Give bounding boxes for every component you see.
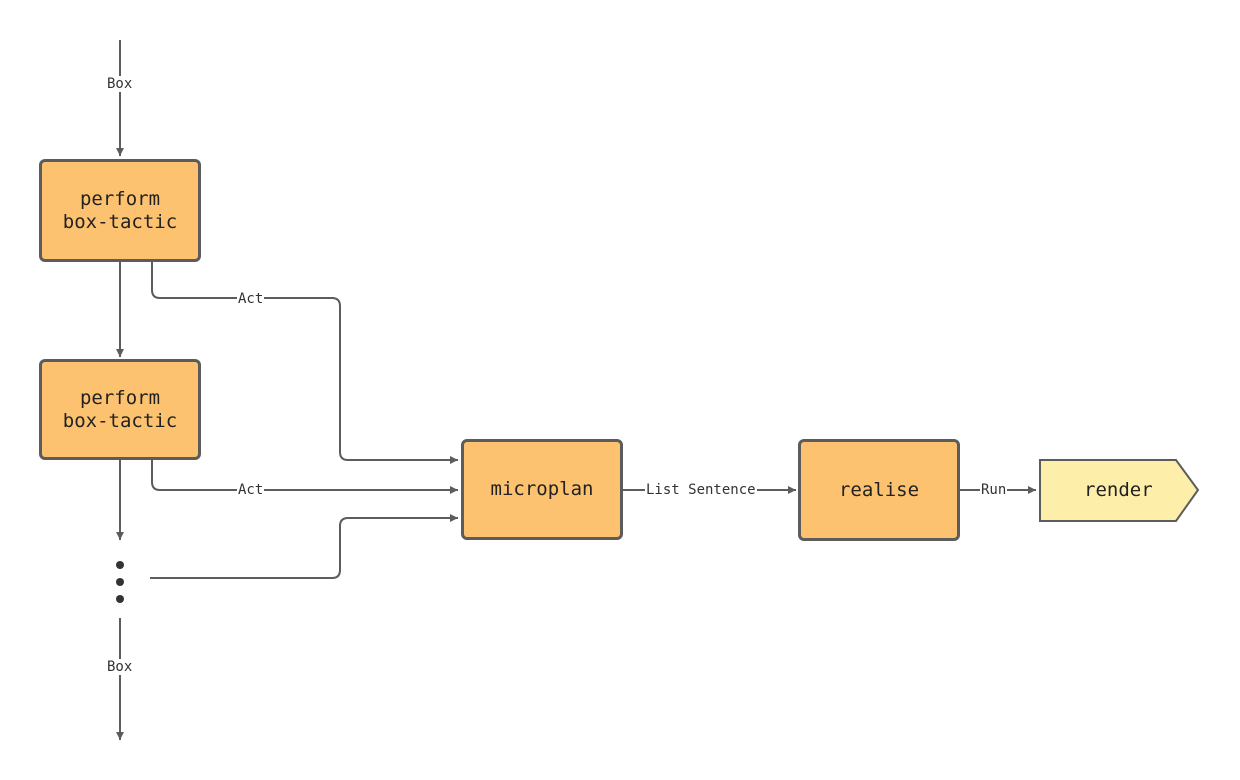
edge-label-act-1: Act (237, 291, 265, 307)
edge-ellipsis (150, 514, 458, 579)
node-label: realise (838, 478, 920, 501)
ellipsis-dot (116, 578, 124, 586)
node-perform-box-tactic-1: perform box-tactic (39, 159, 201, 262)
edge-label-act-2: Act (237, 482, 265, 498)
ellipsis-dot (116, 561, 124, 569)
render-shape (1039, 459, 1200, 522)
node-perform-box-tactic-2: perform box-tactic (39, 359, 201, 460)
edge-act-2 (151, 460, 458, 494)
ellipsis-dot (116, 595, 124, 603)
edge-label-box-in: Box (106, 76, 134, 92)
edge-label-run: Run (980, 482, 1008, 498)
node-realise: realise (798, 439, 960, 541)
node-label-line: box-tactic (62, 210, 178, 233)
edge-label-list-sentence: List Sentence (645, 482, 757, 498)
node-label: microplan (490, 478, 594, 500)
node-label-line: perform (79, 187, 161, 210)
edge-label-box-out: Box (106, 659, 134, 675)
node-render-label: render (1084, 479, 1153, 501)
node-label-line: box-tactic (62, 409, 178, 432)
edge-act-1 (151, 262, 458, 464)
node-label-line: perform (79, 386, 161, 409)
node-microplan: microplan (461, 439, 623, 540)
